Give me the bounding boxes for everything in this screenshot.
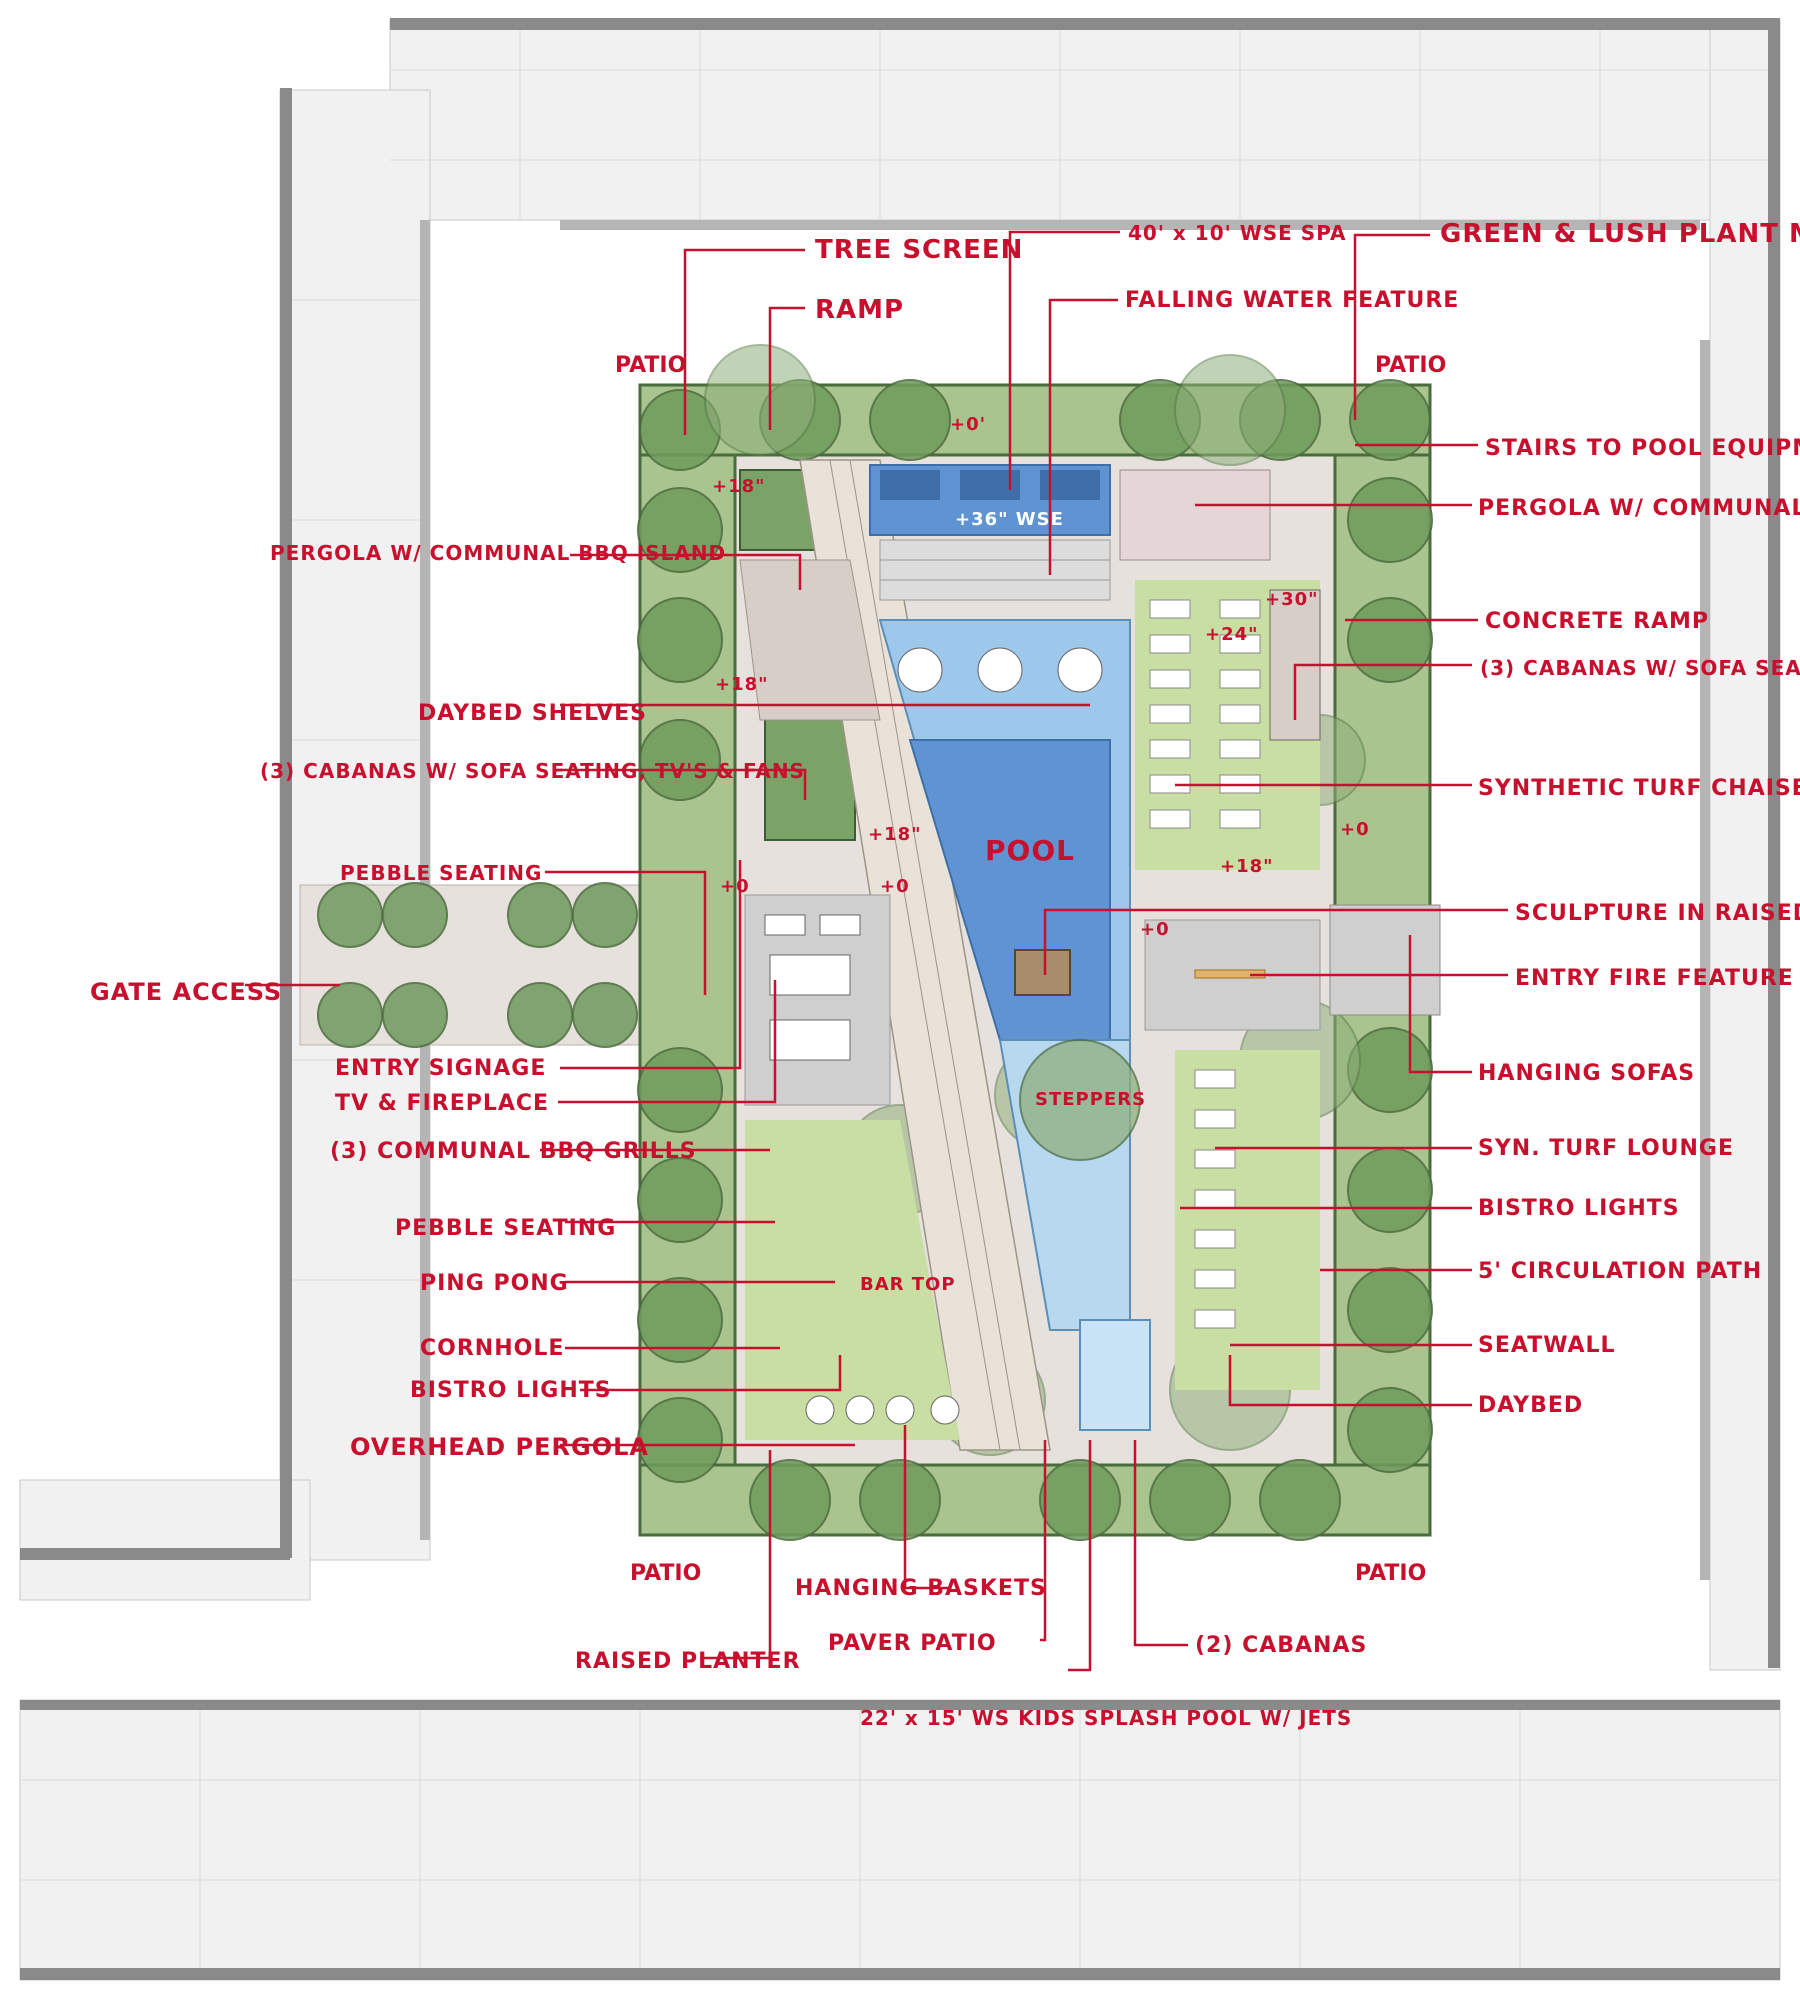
label-patio-sw: PATIO (630, 1561, 701, 1586)
label-bistro-lights-left: BISTRO LIGHTS (410, 1378, 612, 1403)
label-cabanas-2: (2) CABANAS (1195, 1633, 1367, 1658)
label-pergola-bbq-right: PERGOLA W/ COMMUNAL BBQ ISLAND (1478, 496, 1800, 521)
label-pebble-seating-top: PEBBLE SEATING (340, 861, 542, 885)
elev-left-gate: +0 (720, 876, 750, 897)
elev-left-mid: +18" (715, 674, 769, 695)
label-entry-fire: ENTRY FIRE FEATURE (1515, 966, 1794, 991)
gate-corridor-trees (317, 882, 638, 1048)
annotations: TREE SCREEN RAMP 40' x 10' WSE SPA FALLI… (90, 219, 1800, 1730)
elev-right-cab-24: +24" (1205, 624, 1259, 645)
label-syn-turf-lounge: SYN. TURF LOUNGE (1478, 1136, 1734, 1161)
elev-center-right: +0 (1140, 919, 1170, 940)
label-circulation-path: 5' CIRCULATION PATH (1478, 1259, 1762, 1284)
elev-right-mid: +0 (1340, 819, 1370, 840)
label-synthetic-turf: SYNTHETIC TURF CHAISE LOUNGER AREA (1478, 776, 1800, 801)
label-daybed: DAYBED (1478, 1393, 1583, 1418)
label-falling-water: FALLING WATER FEATURE (1125, 288, 1459, 313)
label-pool: POOL (985, 834, 1075, 867)
label-concrete-ramp: CONCRETE RAMP (1485, 609, 1709, 634)
label-seatwall: SEATWALL (1478, 1333, 1616, 1358)
elev-left-top: +18" (712, 476, 766, 497)
label-tree-screen: TREE SCREEN (815, 235, 1023, 265)
label-hanging-sofas: HANGING SOFAS (1478, 1061, 1695, 1086)
label-steppers: STEPPERS (1035, 1089, 1146, 1110)
leader-lines (245, 230, 1508, 1672)
label-bistro-lights-right: BISTRO LIGHTS (1478, 1196, 1680, 1221)
label-cabanas-right: (3) CABANAS W/ SOFA SEATING, TV'S & FANS (1480, 656, 1800, 680)
label-patio-nw: PATIO (615, 353, 686, 378)
label-bar-top: BAR TOP (860, 1274, 956, 1295)
elev-right-cab-30: +30" (1265, 589, 1319, 610)
label-pebble-seating-low: PEBBLE SEATING (395, 1216, 616, 1241)
courtyard (299, 344, 1441, 1541)
label-pergola-bbq-left: PERGOLA W/ COMMUNAL BBQ ISLAND (270, 541, 726, 565)
elev-left-cab: +18" (868, 824, 922, 845)
label-paver-patio: PAVER PATIO (828, 1631, 997, 1656)
elev-top: +0' (950, 414, 986, 435)
elev-center: +0 (880, 876, 910, 897)
label-overhead-pergola: OVERHEAD PERGOLA (350, 1433, 649, 1461)
label-raised-planter: RAISED PLANTER (575, 1649, 801, 1674)
label-patio-ne: PATIO (1375, 353, 1446, 378)
label-bbq-grills: (3) COMMUNAL BBQ GRILLS (330, 1139, 697, 1164)
label-ramp: RAMP (815, 295, 904, 325)
label-wse-36: +36" WSE (955, 509, 1064, 530)
elev-right-turf: +18" (1220, 856, 1274, 877)
label-cornhole: CORNHOLE (420, 1336, 564, 1361)
label-ping-pong: PING PONG (420, 1271, 569, 1296)
label-spa: 40' x 10' WSE SPA (1128, 221, 1347, 245)
label-green-lush: GREEN & LUSH PLANT MASSINGS (1440, 219, 1800, 249)
label-sculpture: SCULPTURE IN RAISED PLANTER (1515, 901, 1800, 926)
label-tv-fireplace: TV & FIREPLACE (335, 1091, 549, 1116)
label-stairs-pool-equipment: STAIRS TO POOL EQUIPMENT (1485, 436, 1800, 461)
label-kids-splash: 22' x 15' WS KIDS SPLASH POOL W/ JETS (860, 1706, 1352, 1730)
label-entry-signage: ENTRY SIGNAGE (335, 1056, 546, 1081)
surrounding-building (19, 18, 1781, 1981)
label-patio-se: PATIO (1355, 1561, 1426, 1586)
label-gate-access: GATE ACCESS (90, 978, 282, 1006)
